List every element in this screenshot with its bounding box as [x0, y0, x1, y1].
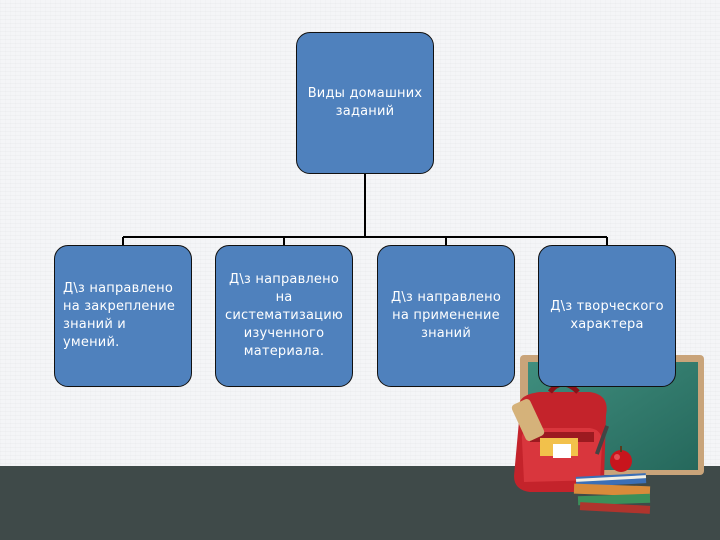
apple-icon — [610, 446, 632, 472]
child-node-systematization: Д\з направлено на систематизацию изученн… — [215, 245, 353, 387]
root-label: Виды домашних заданий — [307, 86, 423, 119]
child-label: Д\з направлено на закрепление знаний и у… — [63, 281, 176, 350]
root-node: Виды домашних заданий — [296, 32, 434, 174]
child-label: Д\з творческого характера — [550, 299, 664, 332]
books-icon — [573, 473, 651, 514]
child-node-creative: Д\з творческого характера — [538, 245, 676, 387]
child-label: Д\з направлено на систематизацию изученн… — [224, 272, 344, 359]
child-label: Д\з направлено на применение знаний — [391, 290, 501, 341]
child-node-consolidation: Д\з направлено на закрепление знаний и у… — [54, 245, 192, 387]
child-node-application: Д\з направлено на применение знаний — [377, 245, 515, 387]
backpack-icon — [511, 381, 610, 492]
